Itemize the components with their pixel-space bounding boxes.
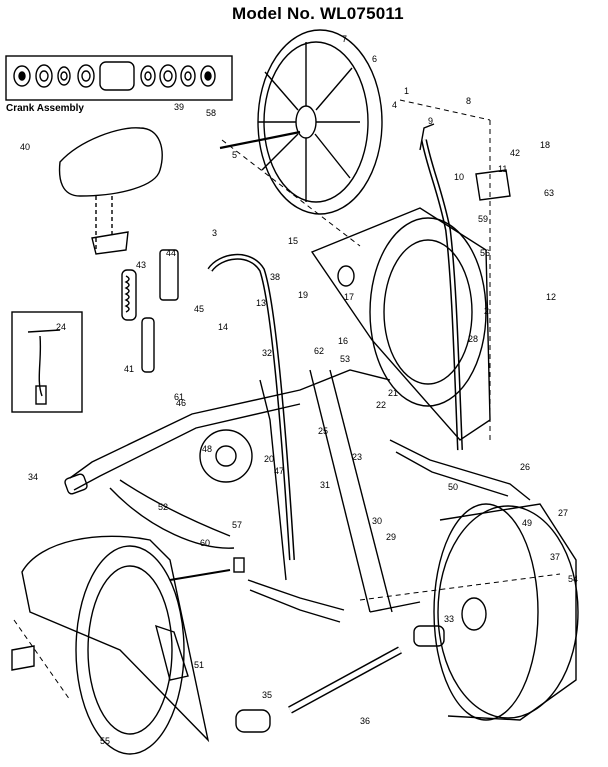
- part-label-30: 30: [372, 516, 382, 526]
- crank-assembly-parts: [13, 61, 216, 91]
- seat: [58, 127, 163, 250]
- part-label-22: 22: [376, 400, 386, 410]
- flywheel: [219, 29, 383, 215]
- part-label-38: 38: [270, 272, 280, 282]
- part-label-54: 54: [568, 574, 578, 584]
- model-number-title: Model No. WL075011: [232, 4, 404, 23]
- part-label-62: 62: [314, 346, 324, 356]
- part-label-6: 6: [372, 54, 377, 64]
- crank-assembly-box: [5, 55, 233, 101]
- part-label-25: 25: [318, 426, 328, 436]
- part-label-34: 34: [28, 472, 38, 482]
- part-label-45: 45: [194, 304, 204, 314]
- part-label-33: 33: [444, 614, 454, 624]
- part-label-41: 41: [124, 364, 134, 374]
- part-label-58: 58: [206, 108, 216, 118]
- part-label-32: 32: [262, 348, 272, 358]
- right-fan-drum: [433, 503, 579, 721]
- part-label-1: 1: [404, 86, 409, 96]
- part-label-27: 27: [558, 508, 568, 518]
- assembly-guide-lines: [13, 99, 561, 701]
- part-label-23: 23: [352, 452, 362, 462]
- part-label-20: 20: [264, 454, 274, 464]
- part-label-15: 15: [288, 236, 298, 246]
- part-label-13: 13: [256, 298, 266, 308]
- seat-post: [91, 231, 179, 373]
- part-label-28: 28: [468, 334, 478, 344]
- part-label-39: 39: [174, 102, 184, 112]
- part-label-12: 12: [546, 292, 556, 302]
- part-label-35: 35: [262, 690, 272, 700]
- part-label-61: 61: [174, 392, 184, 402]
- lower-foot-tube: [235, 625, 445, 733]
- right-handlebar: [419, 123, 463, 451]
- part-label-5: 5: [232, 150, 237, 160]
- part-label-49: 49: [522, 518, 532, 528]
- left-handlebar: [207, 253, 295, 561]
- part-label-48: 48: [202, 444, 212, 454]
- part-label-21: 21: [388, 388, 398, 398]
- part-label-52: 52: [158, 502, 168, 512]
- main-frame: [64, 369, 531, 623]
- part-label-56: 56: [480, 248, 490, 258]
- part-label-4: 4: [392, 100, 397, 110]
- part-label-51: 51: [194, 660, 204, 670]
- part-label-36: 36: [360, 716, 370, 726]
- part-label-59: 59: [478, 214, 488, 224]
- part-number-labels: 1234567891011121314151617181920212223242…: [20, 34, 578, 746]
- part-label-53: 53: [340, 354, 350, 364]
- part-label-2: 2: [484, 306, 489, 316]
- part-label-26: 26: [520, 462, 530, 472]
- part-label-14: 14: [218, 322, 228, 332]
- part-label-3: 3: [212, 228, 217, 238]
- part-label-55: 55: [100, 736, 110, 746]
- part-label-10: 10: [454, 172, 464, 182]
- cable-inset: [11, 311, 83, 413]
- part-label-37: 37: [550, 552, 560, 562]
- part-label-11: 11: [498, 164, 507, 174]
- pedals: [11, 169, 511, 671]
- part-label-57: 57: [232, 520, 242, 530]
- part-label-24: 24: [56, 322, 66, 332]
- crank-and-chain: [109, 429, 253, 581]
- part-label-9: 9: [428, 116, 433, 126]
- part-label-7: 7: [342, 34, 347, 44]
- part-label-42: 42: [510, 148, 520, 158]
- part-label-60: 60: [200, 538, 210, 548]
- part-label-17: 17: [344, 292, 354, 302]
- part-label-8: 8: [466, 96, 471, 106]
- lower-left-fan-shroud: [21, 535, 210, 755]
- part-label-44: 44: [166, 248, 176, 258]
- part-label-47: 47: [274, 466, 284, 476]
- part-label-18: 18: [540, 140, 550, 150]
- part-label-46: 46: [176, 398, 186, 408]
- part-label-31: 31: [320, 480, 330, 490]
- part-label-16: 16: [338, 336, 348, 346]
- part-label-29: 29: [386, 532, 396, 542]
- crank-assembly-caption: Crank Assembly: [6, 103, 84, 114]
- part-label-43: 43: [136, 260, 146, 270]
- part-label-50: 50: [448, 482, 458, 492]
- part-label-63: 63: [544, 188, 554, 198]
- part-label-19: 19: [298, 290, 308, 300]
- part-label-40: 40: [20, 142, 30, 152]
